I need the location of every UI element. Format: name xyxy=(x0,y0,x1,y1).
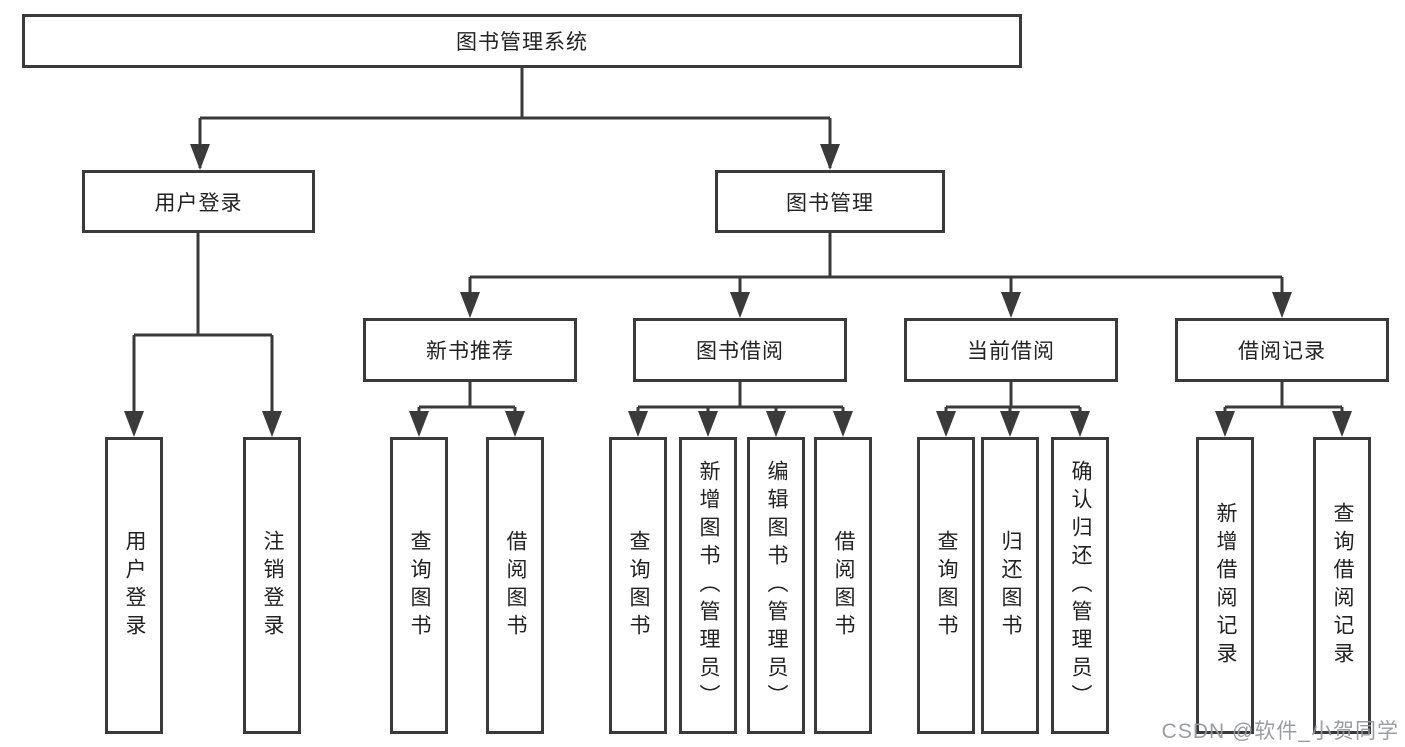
node-book-borrow: 图书借阅 xyxy=(633,318,847,382)
leaf-query-books-borrow: 查询图书 xyxy=(609,437,667,734)
leaf-label: 查询图书 xyxy=(627,529,651,642)
leaf-borrow-books-recommend: 借阅图书 xyxy=(486,437,544,734)
node-user-login: 用户登录 xyxy=(82,170,315,233)
leaf-return-book: 归还图书 xyxy=(981,437,1039,734)
leaf-label: 查询借阅记录 xyxy=(1331,501,1355,670)
node-current-borrow: 当前借阅 xyxy=(904,318,1118,382)
leaf-label: 新增图书（管理员） xyxy=(697,459,721,712)
node-book-management: 图书管理 xyxy=(715,170,945,233)
node-new-book-recommend: 新书推荐 xyxy=(363,318,577,382)
leaf-label: 确认归还（管理员） xyxy=(1069,459,1093,712)
leaf-borrow-books-borrow: 借阅图书 xyxy=(814,437,872,734)
arrowheads xyxy=(124,144,1352,437)
leaf-label: 查询图书 xyxy=(935,529,959,642)
leaf-user-login: 用户登录 xyxy=(105,437,163,734)
leaf-label: 编辑图书（管理员） xyxy=(765,459,789,712)
leaf-logout: 注销登录 xyxy=(243,437,301,734)
leaf-add-book-admin: 新增图书（管理员） xyxy=(679,437,737,734)
leaf-label: 借阅图书 xyxy=(832,529,856,642)
leaf-label: 借阅图书 xyxy=(504,529,528,642)
leaf-label: 归还图书 xyxy=(999,529,1023,642)
leaf-query-borrow-record: 查询借阅记录 xyxy=(1313,437,1371,734)
leaf-label: 注销登录 xyxy=(261,529,285,642)
leaf-add-borrow-record: 新增借阅记录 xyxy=(1196,437,1254,734)
leaf-edit-book-admin: 编辑图书（管理员） xyxy=(747,437,805,734)
watermark: CSDN @软件_小贺同学 xyxy=(1161,720,1399,743)
leaf-query-books-current: 查询图书 xyxy=(917,437,975,734)
leaf-label: 用户登录 xyxy=(123,529,147,642)
leaf-label: 新增借阅记录 xyxy=(1214,501,1238,670)
leaf-confirm-return-admin: 确认归还（管理员） xyxy=(1051,437,1109,734)
node-root-system: 图书管理系统 xyxy=(22,14,1022,68)
leaf-label: 查询图书 xyxy=(408,529,432,642)
leaf-query-books-recommend: 查询图书 xyxy=(390,437,448,734)
node-borrow-records: 借阅记录 xyxy=(1175,318,1389,382)
